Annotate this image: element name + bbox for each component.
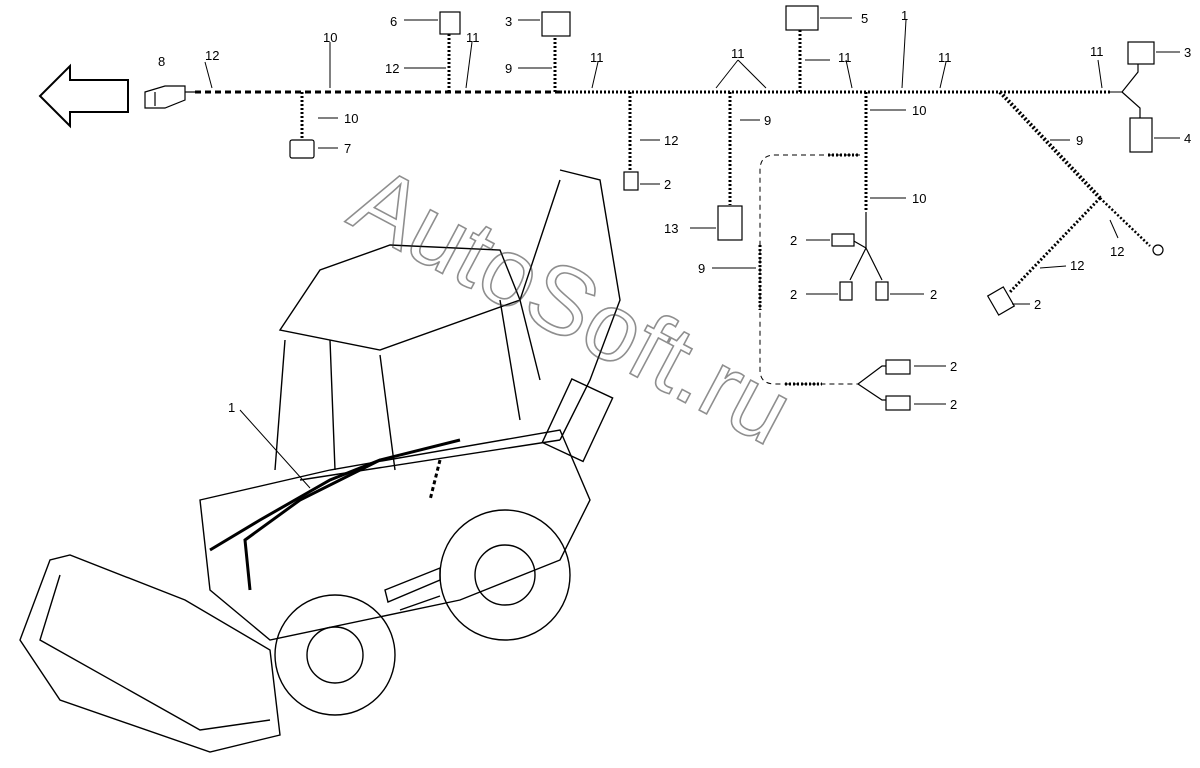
callout-11: 11	[838, 50, 852, 65]
callout-8: 8	[158, 54, 165, 69]
connector-2-g	[986, 286, 1016, 316]
callout-2: 2	[950, 397, 957, 412]
connector-7	[289, 139, 315, 159]
callout-10: 10	[344, 111, 358, 126]
callout-13: 13	[664, 221, 678, 236]
callout-9: 9	[764, 113, 771, 128]
callout-11: 11	[938, 50, 952, 65]
callout-2: 2	[790, 287, 797, 302]
callout-7: 7	[344, 141, 351, 156]
connector-2-e	[885, 359, 911, 375]
connector-13	[717, 205, 743, 241]
leader-lines	[204, 17, 1180, 489]
callout-4: 4	[1184, 131, 1191, 146]
callout-1: 1	[228, 400, 235, 415]
callout-11: 11	[466, 30, 480, 45]
callout-12: 12	[1110, 244, 1124, 259]
callout-10: 10	[912, 103, 926, 118]
callout-2: 2	[664, 177, 671, 192]
callout-6: 6	[390, 14, 397, 29]
callout-2: 2	[790, 233, 797, 248]
connector-3-right	[1127, 41, 1155, 65]
callout-3: 3	[505, 14, 512, 29]
callout-3: 3	[1184, 45, 1191, 60]
connector-2-f	[885, 395, 911, 411]
dashed-loop-branch	[759, 154, 860, 385]
callout-5: 5	[861, 11, 868, 26]
connector-2-c	[839, 281, 853, 301]
callout-9: 9	[1076, 133, 1083, 148]
callouts: 8 12 10 10 7 6 12 11 3 9 11 11 5 1 11 11…	[158, 8, 1191, 415]
callout-2: 2	[1034, 297, 1041, 312]
callout-12: 12	[1070, 258, 1084, 273]
connector-5	[785, 5, 819, 31]
harness-branches	[300, 30, 868, 212]
main-harness	[195, 62, 1141, 118]
callout-1: 1	[901, 8, 908, 23]
connector-6	[439, 11, 461, 35]
callout-11: 11	[1090, 44, 1104, 59]
callout-10: 10	[323, 30, 337, 45]
callout-12: 12	[205, 48, 219, 63]
connector-2-a	[623, 171, 639, 191]
callout-11: 11	[590, 50, 604, 65]
callout-9: 9	[505, 61, 512, 76]
diagonal-branch	[998, 90, 1164, 294]
callout-12: 12	[385, 61, 399, 76]
callout-2: 2	[950, 359, 957, 374]
connector-3-top	[541, 11, 571, 37]
connector-2-d	[875, 281, 889, 301]
callout-10: 10	[912, 191, 926, 206]
machine-harness	[209, 438, 461, 591]
connector-2-b	[831, 233, 855, 247]
callout-12: 12	[664, 133, 678, 148]
callout-9: 9	[698, 261, 705, 276]
connector-8	[144, 85, 195, 109]
callout-2: 2	[930, 287, 937, 302]
callout-11: 11	[731, 46, 745, 61]
forward-arrow-icon	[38, 63, 129, 129]
connector-4	[1129, 117, 1153, 153]
